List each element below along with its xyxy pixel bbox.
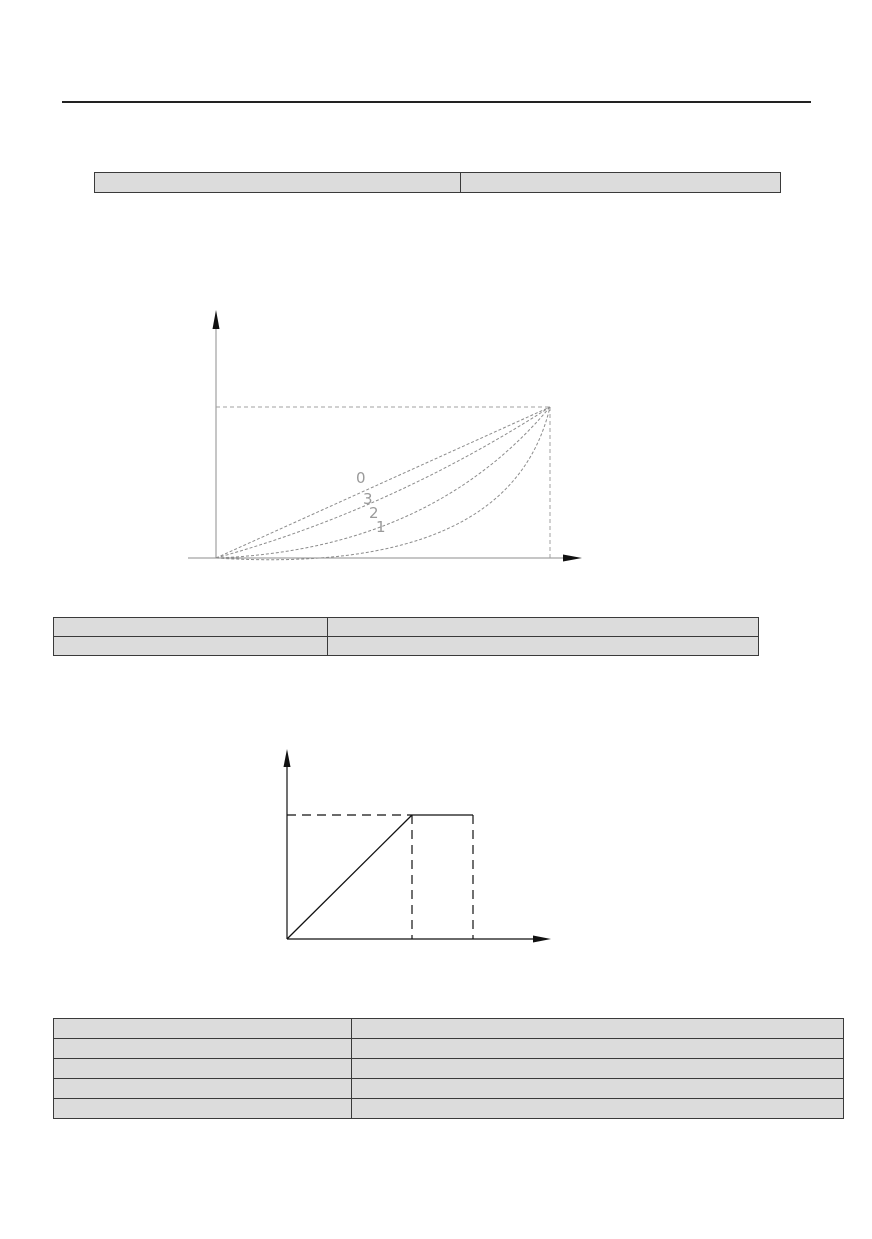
table-cell: [351, 1018, 844, 1039]
table-row: [94, 172, 781, 193]
table-cell: [53, 1038, 352, 1059]
parameter-table-3: [53, 1018, 844, 1119]
table-cell: [327, 636, 759, 656]
table-row: [53, 617, 759, 637]
table-cell: [53, 1098, 352, 1119]
curve-2: [215, 406, 551, 559]
table-row: [53, 1058, 844, 1079]
table-cell: [53, 1058, 352, 1079]
table-cell: [460, 172, 781, 193]
parameter-table-1: [94, 172, 781, 193]
table-cell: [53, 1078, 352, 1099]
curve-label-0: 0: [356, 469, 366, 487]
curve-label-3: 3: [363, 490, 373, 508]
table-cell: [94, 172, 461, 193]
table-row: [53, 1038, 844, 1059]
acceleration-curve-figure: 0 3 2 1: [188, 310, 582, 562]
curve-1: [215, 406, 551, 561]
header-rule: [62, 101, 811, 103]
table-row: [53, 1018, 844, 1039]
curve-label-2: 2: [369, 504, 379, 522]
ramp-hold-figure: [283, 749, 551, 943]
parameter-table-2: [53, 617, 759, 656]
table-cell: [53, 1018, 352, 1039]
curve-3: [215, 406, 551, 559]
table-row: [53, 1078, 844, 1099]
table-cell: [351, 1038, 844, 1059]
table-cell: [327, 617, 759, 637]
ramp-line: [286, 814, 413, 940]
x-axis-arrow: [563, 554, 582, 562]
table-cell: [53, 636, 328, 656]
curve-label-1: 1: [376, 518, 386, 536]
table-row: [53, 636, 759, 656]
table-cell: [351, 1098, 844, 1119]
y-axis-arrow: [212, 310, 220, 329]
table-cell: [351, 1078, 844, 1099]
table-cell: [351, 1058, 844, 1079]
x-axis-arrow: [533, 935, 551, 943]
table-row: [53, 1098, 844, 1119]
y-axis-arrow: [283, 749, 291, 767]
table-cell: [53, 617, 328, 637]
curve-0: [215, 406, 551, 559]
